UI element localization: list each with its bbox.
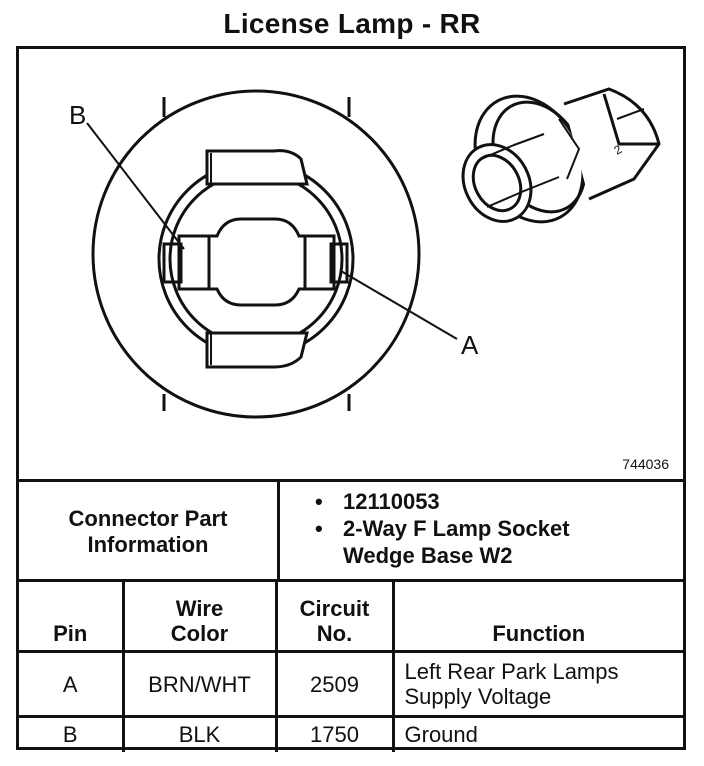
- socket-outer-ring: [91, 89, 421, 419]
- bullet-icon: •: [315, 516, 323, 541]
- cell-pin: A: [19, 650, 125, 718]
- socket-3d-view: 2: [461, 87, 661, 224]
- cell-color: BLK: [121, 715, 278, 752]
- cell-circuit: 2509: [274, 650, 395, 718]
- callout-b-label: B: [69, 100, 86, 130]
- part-description-cont: Wedge Base W2: [343, 543, 513, 568]
- list-item: • 2-Way F Lamp Socket Wedge Base W2: [315, 515, 570, 569]
- cell-color: BRN/WHT: [121, 650, 278, 718]
- cell-pin: B: [19, 715, 125, 752]
- socket-bottom-ridge: [162, 394, 351, 411]
- terminal-opening: [177, 217, 336, 307]
- header-pin: Pin: [19, 579, 125, 653]
- part-number: 12110053: [343, 489, 440, 514]
- connector-part-label: Connector Part Information: [19, 482, 280, 582]
- part-description: 2-Way F Lamp Socket: [343, 516, 570, 541]
- table-row: B BLK 1750 Ground: [19, 715, 683, 752]
- cell-circuit: 1750: [274, 715, 395, 752]
- header-function: Function: [391, 579, 683, 653]
- connector-label-line1: Connector Part: [68, 506, 228, 531]
- terminal-a-contact: [329, 242, 349, 284]
- list-item: • 12110053: [315, 488, 570, 515]
- connector-diagram: 2 B A: [69, 87, 661, 419]
- socket-top-ridge: [162, 97, 351, 117]
- page-title: License Lamp - RR: [223, 8, 481, 39]
- cell-function: Ground: [391, 715, 683, 752]
- connector-label-line2: Information: [87, 532, 209, 557]
- socket-bottom-tab: [205, 331, 309, 369]
- connector-part-info: Connector Part Information • 12110053 • …: [19, 479, 683, 582]
- connector-part-list: • 12110053 • 2-Way F Lamp Socket Wedge B…: [315, 488, 570, 569]
- diagram-frame: 2 B A 744036 Connector Part Information …: [16, 46, 686, 752]
- socket-top-tab: [205, 149, 309, 186]
- callout-a-label: A: [461, 330, 479, 360]
- figure-reference-code: 744036: [622, 456, 669, 472]
- terminal-b-contact: [162, 242, 183, 284]
- terminal-center-slot: [207, 236, 307, 289]
- callout-a-leader: [340, 270, 458, 340]
- bullet-icon: •: [315, 489, 323, 514]
- callout-b-leader: [86, 122, 185, 250]
